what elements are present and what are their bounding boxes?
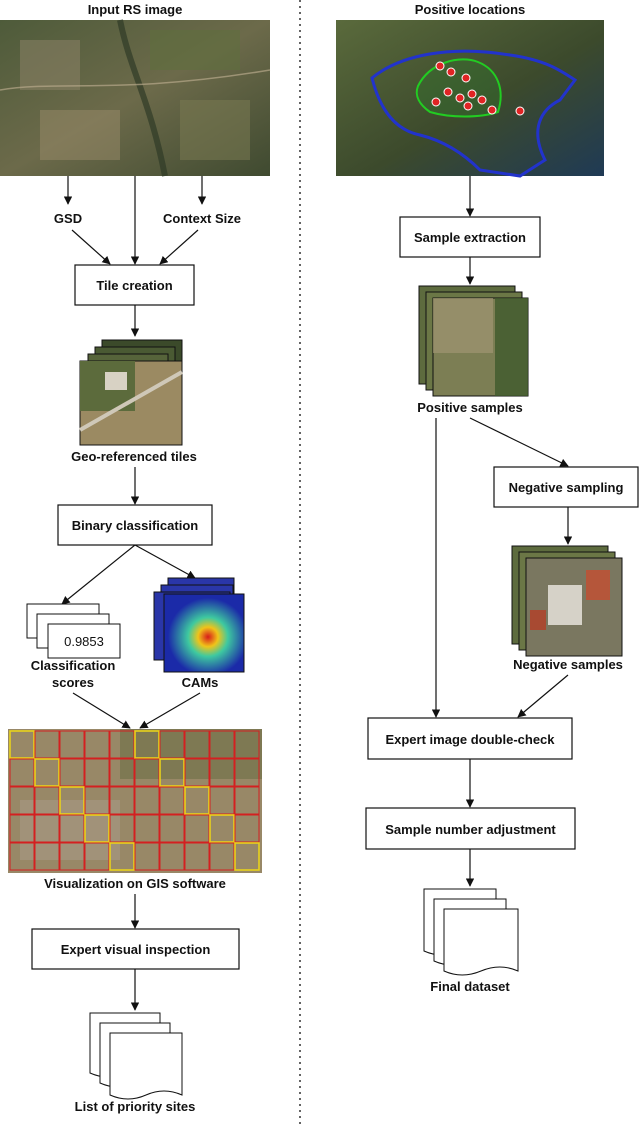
gis-grid-cell: [109, 758, 135, 787]
gis-grid-cell: [109, 730, 135, 759]
cams-image: [153, 577, 245, 673]
gis-grid-cell: [234, 786, 260, 815]
gis-grid-cell: [234, 814, 260, 843]
classification-scores-image: 0.9853: [26, 603, 121, 659]
svg-text:Tile creation: Tile creation: [96, 278, 172, 293]
negative-sampling-box: Negative sampling: [493, 466, 639, 508]
priority-sites-document-stack: [89, 1012, 183, 1100]
binary-classification-box: Binary classification: [57, 504, 213, 546]
gis-grid-cell: [209, 786, 235, 815]
sample-extraction-box: Sample extraction: [399, 216, 541, 258]
gis-grid-cell: [134, 730, 160, 759]
svg-text:Sample number adjustment: Sample number adjustment: [385, 822, 556, 837]
gis-grid-cell: [84, 730, 110, 759]
positive-samples-label: Positive samples: [417, 400, 523, 415]
left-title: Input RS image: [88, 2, 183, 17]
score-value: 0.9853: [64, 634, 104, 649]
gis-grid-cell: [84, 758, 110, 787]
svg-text:Binary classification: Binary classification: [72, 518, 198, 533]
final-dataset-label: Final dataset: [430, 979, 510, 994]
gis-grid-cell: [84, 786, 110, 815]
gis-grid-cell: [209, 758, 235, 787]
gis-grid-cell: [134, 758, 160, 787]
gis-grid-cell: [184, 730, 210, 759]
final-dataset-document-stack: [423, 888, 519, 976]
gis-grid-cell: [209, 842, 235, 871]
gis-grid-cell: [159, 842, 185, 871]
gis-grid-cell: [34, 814, 60, 843]
gis-grid-cell: [184, 842, 210, 871]
gis-grid-cell: [134, 814, 160, 843]
arrow-context-to-tile: [159, 229, 199, 265]
svg-text:Negative sampling: Negative sampling: [509, 480, 624, 495]
svg-text:Sample extraction: Sample extraction: [414, 230, 526, 245]
expert-inspection-box: Expert visual inspection: [31, 928, 240, 970]
context-size-label: Context Size: [163, 211, 241, 226]
gis-grid-cell: [109, 814, 135, 843]
gis-visualization-image: [8, 729, 262, 873]
gis-grid-cell: [34, 730, 60, 759]
negative-samples-image: [511, 545, 623, 657]
positive-samples-image: [418, 285, 529, 397]
tile-creation-box: Tile creation: [74, 264, 195, 306]
georef-tiles-label: Geo-referenced tiles: [71, 449, 197, 464]
gis-grid-cell: [9, 730, 35, 759]
gis-grid-cell: [159, 814, 185, 843]
gis-grid-cell: [184, 814, 210, 843]
arrow-classification-to-scores: [61, 544, 136, 605]
gis-grid-cell: [234, 730, 260, 759]
arrow-scores-to-gis: [72, 692, 131, 729]
arrow-gsd-to-tile: [71, 229, 111, 265]
gis-grid-cell: [9, 786, 35, 815]
gis-grid-cell: [9, 842, 35, 871]
gis-grid-cell: [109, 786, 135, 815]
visualization-label: Visualization on GIS software: [44, 876, 226, 891]
gis-grid-cell: [84, 814, 110, 843]
gis-grid-cell: [209, 814, 235, 843]
gis-grid-cell: [9, 758, 35, 787]
arrow-positive-to-negative-sampling: [469, 417, 569, 467]
gis-grid-cell: [134, 842, 160, 871]
gis-grid-cell: [34, 786, 60, 815]
svg-text:Expert image double-check: Expert image double-check: [385, 732, 555, 747]
gis-grid-cell: [34, 842, 60, 871]
gis-grid-cell: [59, 814, 85, 843]
right-title: Positive locations: [415, 2, 526, 17]
negative-samples-label: Negative samples: [513, 657, 623, 672]
positive-locations-map: [336, 20, 604, 178]
arrow-negative-to-doublecheck: [517, 674, 569, 718]
classification-scores-label-1: Classification: [31, 658, 116, 673]
number-adjustment-box: Sample number adjustment: [365, 807, 576, 850]
map-pins: [431, 61, 525, 116]
gis-grid-cell: [59, 786, 85, 815]
gis-grid-cell: [34, 758, 60, 787]
arrow-classification-to-cams: [134, 544, 196, 579]
gis-grid-cell: [184, 786, 210, 815]
gis-grid-cell: [109, 842, 135, 871]
gis-grid-cell: [159, 786, 185, 815]
gsd-label: GSD: [54, 211, 82, 226]
arrow-cams-to-gis: [139, 692, 201, 729]
gis-grid-cell: [234, 758, 260, 787]
gis-grid-cell: [59, 730, 85, 759]
gis-grid-cell: [159, 758, 185, 787]
gis-grid-cell: [184, 758, 210, 787]
gis-grid-cell: [84, 842, 110, 871]
gis-grid-cell: [209, 730, 235, 759]
gis-grid-cell: [134, 786, 160, 815]
priority-sites-label: List of priority sites: [75, 1099, 196, 1114]
classification-scores-label-2: scores: [52, 675, 94, 690]
gis-grid-cell: [59, 842, 85, 871]
georeferenced-tiles-image: [79, 339, 183, 446]
gis-grid-cell: [159, 730, 185, 759]
input-rs-image: [0, 19, 271, 177]
gis-grid-cell: [59, 758, 85, 787]
gis-grid-cell: [234, 842, 260, 871]
gis-grid-cell: [9, 814, 35, 843]
double-check-box: Expert image double-check: [367, 717, 573, 760]
svg-text:Expert visual inspection: Expert visual inspection: [61, 942, 211, 957]
cams-label: CAMs: [182, 675, 219, 690]
